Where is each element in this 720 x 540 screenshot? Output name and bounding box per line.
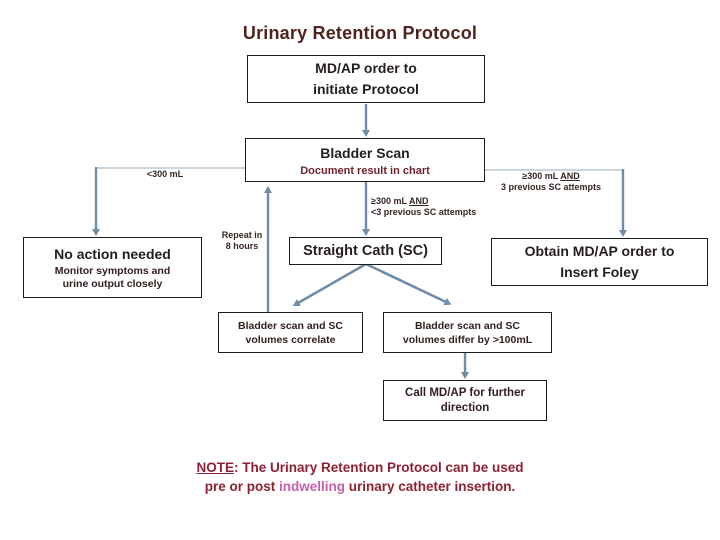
note-line1: NOTE: The Urinary Retention Protocol can… (196, 460, 524, 475)
label-ge300-3-attempts-line2: 3 previous SC attempts (500, 182, 602, 192)
box-obtain-foley-order: Obtain MD/AP order to Insert Foley (491, 238, 708, 286)
label-ge300-lt3-attempts-line1: ≥300 mL AND (371, 196, 429, 206)
label-ge300-3-attempts: ≥300 mL AND 3 previous SC attempts (490, 171, 612, 193)
label-ge300-3-attempts-line1: ≥300 mL AND (522, 171, 580, 181)
volumes-correlate-text: Bladder scan and SC volumes correlate (237, 319, 344, 346)
bladder-scan-title: Bladder Scan (320, 144, 410, 161)
no-action-subtitle: Monitor symptoms and urine output closel… (54, 265, 171, 290)
bladder-scan-subtitle: Document result in chart (300, 164, 430, 177)
label-repeat-8-hours: Repeat in 8 hours (221, 230, 263, 251)
straight-cath-text: Straight Cath (SC) (303, 243, 428, 259)
box-no-action: No action needed Monitor symptoms and ur… (23, 237, 202, 298)
box-straight-cath: Straight Cath (SC) (289, 237, 442, 265)
no-action-title: No action needed (54, 246, 171, 262)
note-label: NOTE (196, 460, 234, 475)
label-ge300-lt3-attempts: ≥300 mL AND <3 previous SC attempts (371, 196, 481, 218)
page-title: Urinary Retention Protocol (242, 23, 478, 43)
note-text: NOTE: The Urinary Retention Protocol can… (0, 459, 720, 496)
box-md-ap-order: MD/AP order to initiate Protocol (247, 55, 485, 103)
md-ap-order-text: MD/AP order to initiate Protocol (313, 60, 419, 97)
box-volumes-correlate: Bladder scan and SC volumes correlate (218, 312, 363, 353)
box-volumes-differ: Bladder scan and SC volumes differ by >1… (383, 312, 552, 353)
call-md-ap-text: Call MD/AP for further direction (405, 386, 525, 414)
note-line2: pre or post indwelling urinary catheter … (204, 478, 516, 494)
label-less-than-300ml: <300 mL (146, 169, 184, 179)
label-ge300-lt3-attempts-line2: <3 previous SC attempts (371, 207, 477, 217)
note-highlight-indwelling: indwelling (278, 478, 345, 494)
volumes-differ-text: Bladder scan and SC volumes differ by >1… (402, 319, 533, 346)
box-bladder-scan: Bladder Scan Document result in chart (245, 138, 485, 182)
obtain-foley-order-text: Obtain MD/AP order to Insert Foley (524, 243, 675, 280)
box-call-md-ap: Call MD/AP for further direction (383, 380, 547, 421)
